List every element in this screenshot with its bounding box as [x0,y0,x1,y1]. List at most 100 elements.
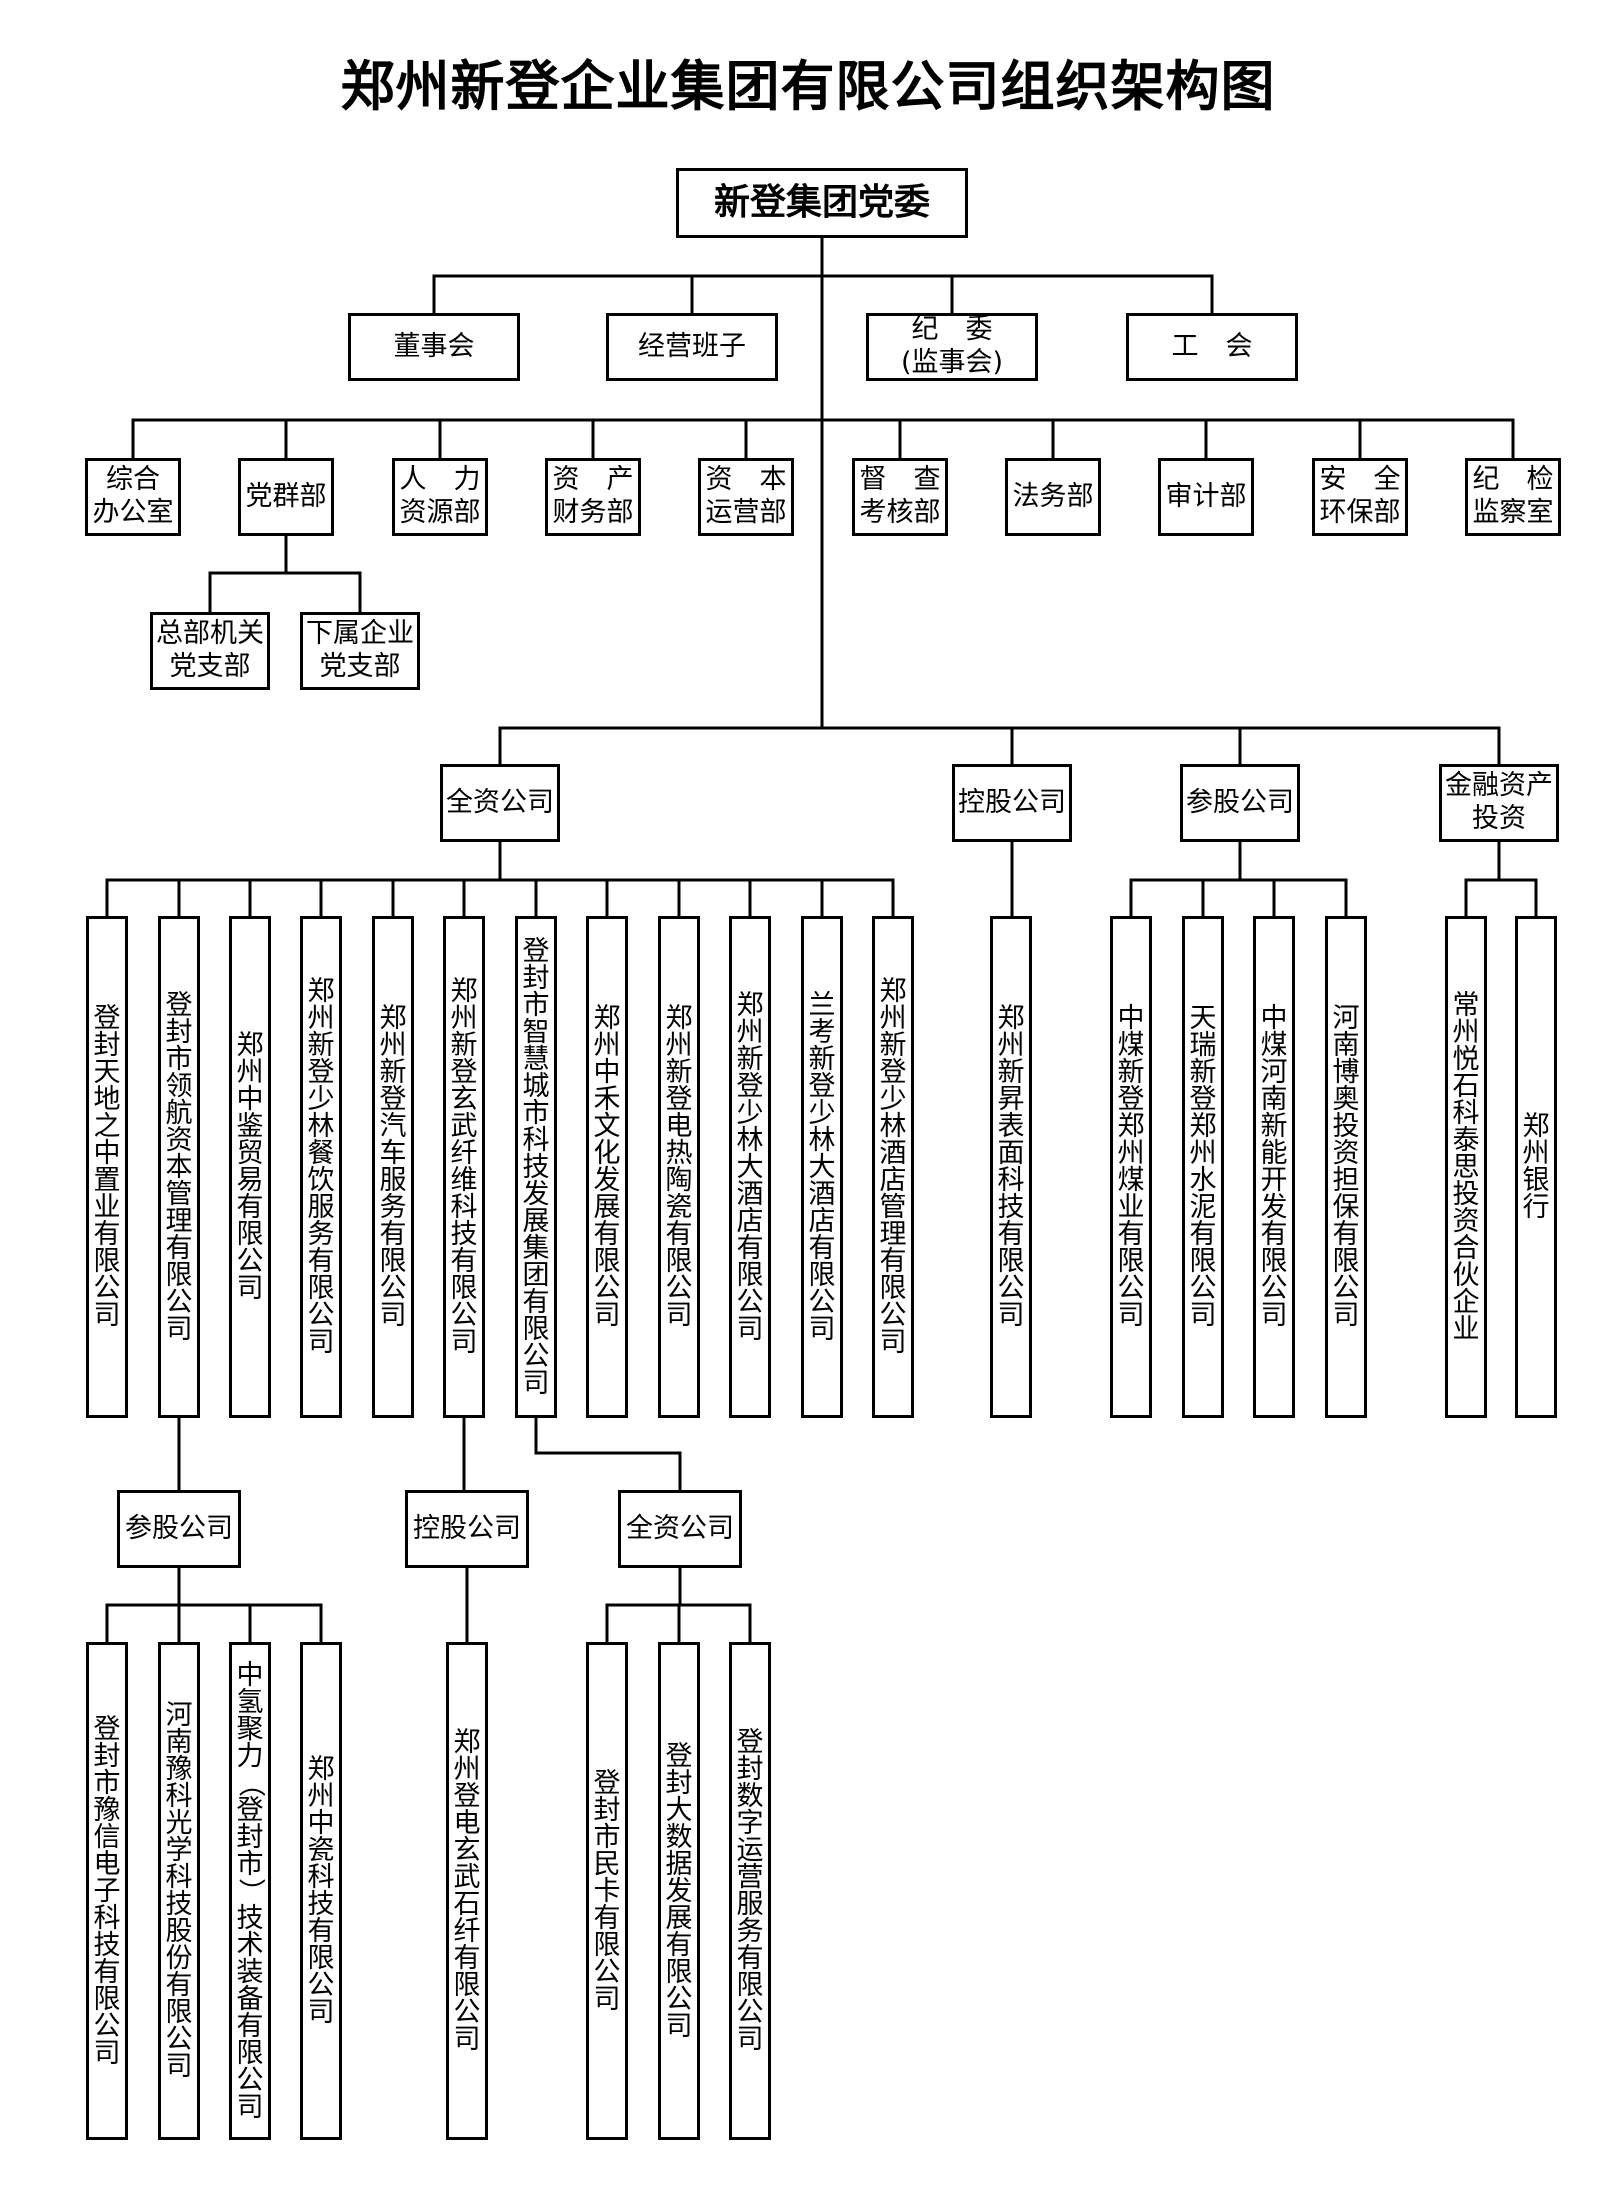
sub-group-lh-participating: 参股公司 [117,1490,241,1568]
leadership-0: 董事会 [348,313,520,381]
group-0: 全资公司 [440,764,560,842]
financial-1: 郑州银行 [1515,916,1557,1418]
sub-group-lh-participating-label: 参股公司 [125,1512,233,1544]
department-1: 党群部 [238,458,334,536]
holding-0-label: 郑州新昇表面科技有限公司 [997,1003,1025,1331]
holding-0: 郑州新昇表面科技有限公司 [990,916,1032,1418]
zh-wholly-owned-0: 登封市民卡有限公司 [586,1642,628,2140]
department-0: 综合 办公室 [85,458,181,536]
department-8: 安 全 环保部 [1312,458,1408,536]
wholly-owned-0: 登封天地之中置业有限公司 [86,916,128,1418]
sub-group-zh-wholly-owned-label: 全资公司 [626,1512,734,1544]
department-2: 人 力 资源部 [392,458,488,536]
group-2: 参股公司 [1180,764,1300,842]
xw-holding-0: 郑州登电玄武石纤有限公司 [446,1642,488,2140]
group-3: 金融资产 投资 [1439,764,1559,842]
leadership-1-label: 经营班子 [638,330,746,362]
participating-2-label: 中煤河南新能开发有限公司 [1260,1003,1288,1331]
wholly-owned-10-label: 兰考新登少林大酒店有限公司 [808,989,836,1345]
sub-group-zh-wholly-owned: 全资公司 [618,1490,742,1568]
lh-participating-0: 登封市豫信电子科技有限公司 [86,1642,128,2140]
department-5-label: 督 查 考核部 [859,464,941,528]
zh-wholly-owned-1-label: 登封大数据发展有限公司 [665,1740,693,2042]
group-1-label: 控股公司 [958,786,1066,818]
wholly-owned-7: 郑州中禾文化发展有限公司 [586,916,628,1418]
wholly-owned-6-label: 登封市智慧城市科技发展集团有限公司 [522,935,550,1399]
root-party-committee: 新登集团党委 [676,168,968,238]
leadership-1: 经营班子 [606,313,778,381]
participating-0: 中煤新登郑州煤业有限公司 [1110,916,1152,1418]
department-1-label: 党群部 [245,480,327,512]
leadership-3-label: 工 会 [1171,330,1253,362]
department-8-label: 安 全 环保部 [1319,464,1401,528]
leadership-2: 纪 委 (监事会) [866,313,1038,381]
department-7: 审计部 [1158,458,1254,536]
department-4-label: 资 本 运营部 [705,464,787,528]
participating-1-label: 天瑞新登郑州水泥有限公司 [1189,1003,1217,1331]
sub-group-xw-holding-label: 控股公司 [413,1512,521,1544]
lh-participating-1-label: 河南豫科光学科技股份有限公司 [165,1700,193,2082]
wholly-owned-6: 登封市智慧城市科技发展集团有限公司 [515,916,557,1418]
zh-wholly-owned-2-label: 登封数字运营服务有限公司 [736,1727,764,2055]
department-2-label: 人 力 资源部 [399,464,481,528]
wholly-owned-7-label: 郑州中禾文化发展有限公司 [593,1003,621,1331]
party-branch-0: 总部机关 党支部 [150,612,270,690]
group-2-label: 参股公司 [1186,786,1294,818]
wholly-owned-9-label: 郑州新登少林大酒店有限公司 [736,989,764,1345]
participating-3-label: 河南博奥投资担保有限公司 [1332,1003,1360,1331]
participating-2: 中煤河南新能开发有限公司 [1253,916,1295,1418]
wholly-owned-8: 郑州新登电热陶瓷有限公司 [658,916,700,1418]
lh-participating-1: 河南豫科光学科技股份有限公司 [158,1642,200,2140]
party-branch-1: 下属企业 党支部 [300,612,420,690]
wholly-owned-2: 郑州中鉴贸易有限公司 [229,916,271,1418]
department-3-label: 资 产 财务部 [552,464,634,528]
party-branch-0-label: 总部机关 党支部 [156,618,264,682]
wholly-owned-11: 郑州新登少林酒店管理有限公司 [872,916,914,1418]
zh-wholly-owned-0-label: 登封市民卡有限公司 [593,1767,621,2015]
lh-participating-0-label: 登封市豫信电子科技有限公司 [93,1713,121,2069]
wholly-owned-8-label: 郑州新登电热陶瓷有限公司 [665,1003,693,1331]
department-9-label: 纪 检 监察室 [1472,464,1554,528]
wholly-owned-4-label: 郑州新登汽车服务有限公司 [379,1003,407,1331]
department-7-label: 审计部 [1165,480,1247,512]
group-1: 控股公司 [952,764,1072,842]
financial-1-label: 郑州银行 [1522,1111,1550,1223]
leadership-3: 工 会 [1126,313,1298,381]
department-4: 资 本 运营部 [698,458,794,536]
leadership-0-label: 董事会 [393,330,475,362]
department-6-label: 法务部 [1012,480,1094,512]
root-party-committee-label: 新登集团党委 [713,182,930,224]
group-0-label: 全资公司 [446,786,554,818]
wholly-owned-4: 郑州新登汽车服务有限公司 [372,916,414,1418]
wholly-owned-2-label: 郑州中鉴贸易有限公司 [236,1030,264,1304]
department-9: 纪 检 监察室 [1465,458,1561,536]
lh-participating-3: 郑州中瓷科技有限公司 [300,1642,342,2140]
wholly-owned-5-label: 郑州新登玄武纤维科技有限公司 [450,976,478,1358]
lh-participating-3-label: 郑州中瓷科技有限公司 [307,1754,335,2028]
xw-holding-0-label: 郑州登电玄武石纤有限公司 [453,1727,481,2055]
participating-1: 天瑞新登郑州水泥有限公司 [1182,916,1224,1418]
participating-0-label: 中煤新登郑州煤业有限公司 [1117,1003,1145,1331]
leadership-2-label: 纪 委 (监事会) [900,314,1004,378]
lh-participating-2-label: 中氢聚力（登封市）技术装备有限公司 [234,1659,266,2123]
wholly-owned-3-label: 郑州新登少林餐饮服务有限公司 [307,976,335,1358]
department-0-label: 综合 办公室 [92,464,174,528]
department-3: 资 产 财务部 [545,458,641,536]
wholly-owned-5: 郑州新登玄武纤维科技有限公司 [443,916,485,1418]
wholly-owned-1-label: 登封市领航资本管理有限公司 [165,989,193,1345]
wholly-owned-9: 郑州新登少林大酒店有限公司 [729,916,771,1418]
financial-0: 常州悦石科泰思投资合伙企业 [1445,916,1487,1418]
wholly-owned-0-label: 登封天地之中置业有限公司 [93,1003,121,1331]
department-6: 法务部 [1005,458,1101,536]
lh-participating-2: 中氢聚力（登封市）技术装备有限公司 [229,1642,271,2140]
wholly-owned-3: 郑州新登少林餐饮服务有限公司 [300,916,342,1418]
participating-3: 河南博奥投资担保有限公司 [1325,916,1367,1418]
financial-0-label: 常州悦石科泰思投资合伙企业 [1452,989,1480,1345]
sub-group-xw-holding: 控股公司 [405,1490,529,1568]
department-5: 督 查 考核部 [852,458,948,536]
wholly-owned-11-label: 郑州新登少林酒店管理有限公司 [879,976,907,1358]
group-3-label: 金融资产 投资 [1445,770,1553,834]
zh-wholly-owned-1: 登封大数据发展有限公司 [658,1642,700,2140]
wholly-owned-1: 登封市领航资本管理有限公司 [158,916,200,1418]
